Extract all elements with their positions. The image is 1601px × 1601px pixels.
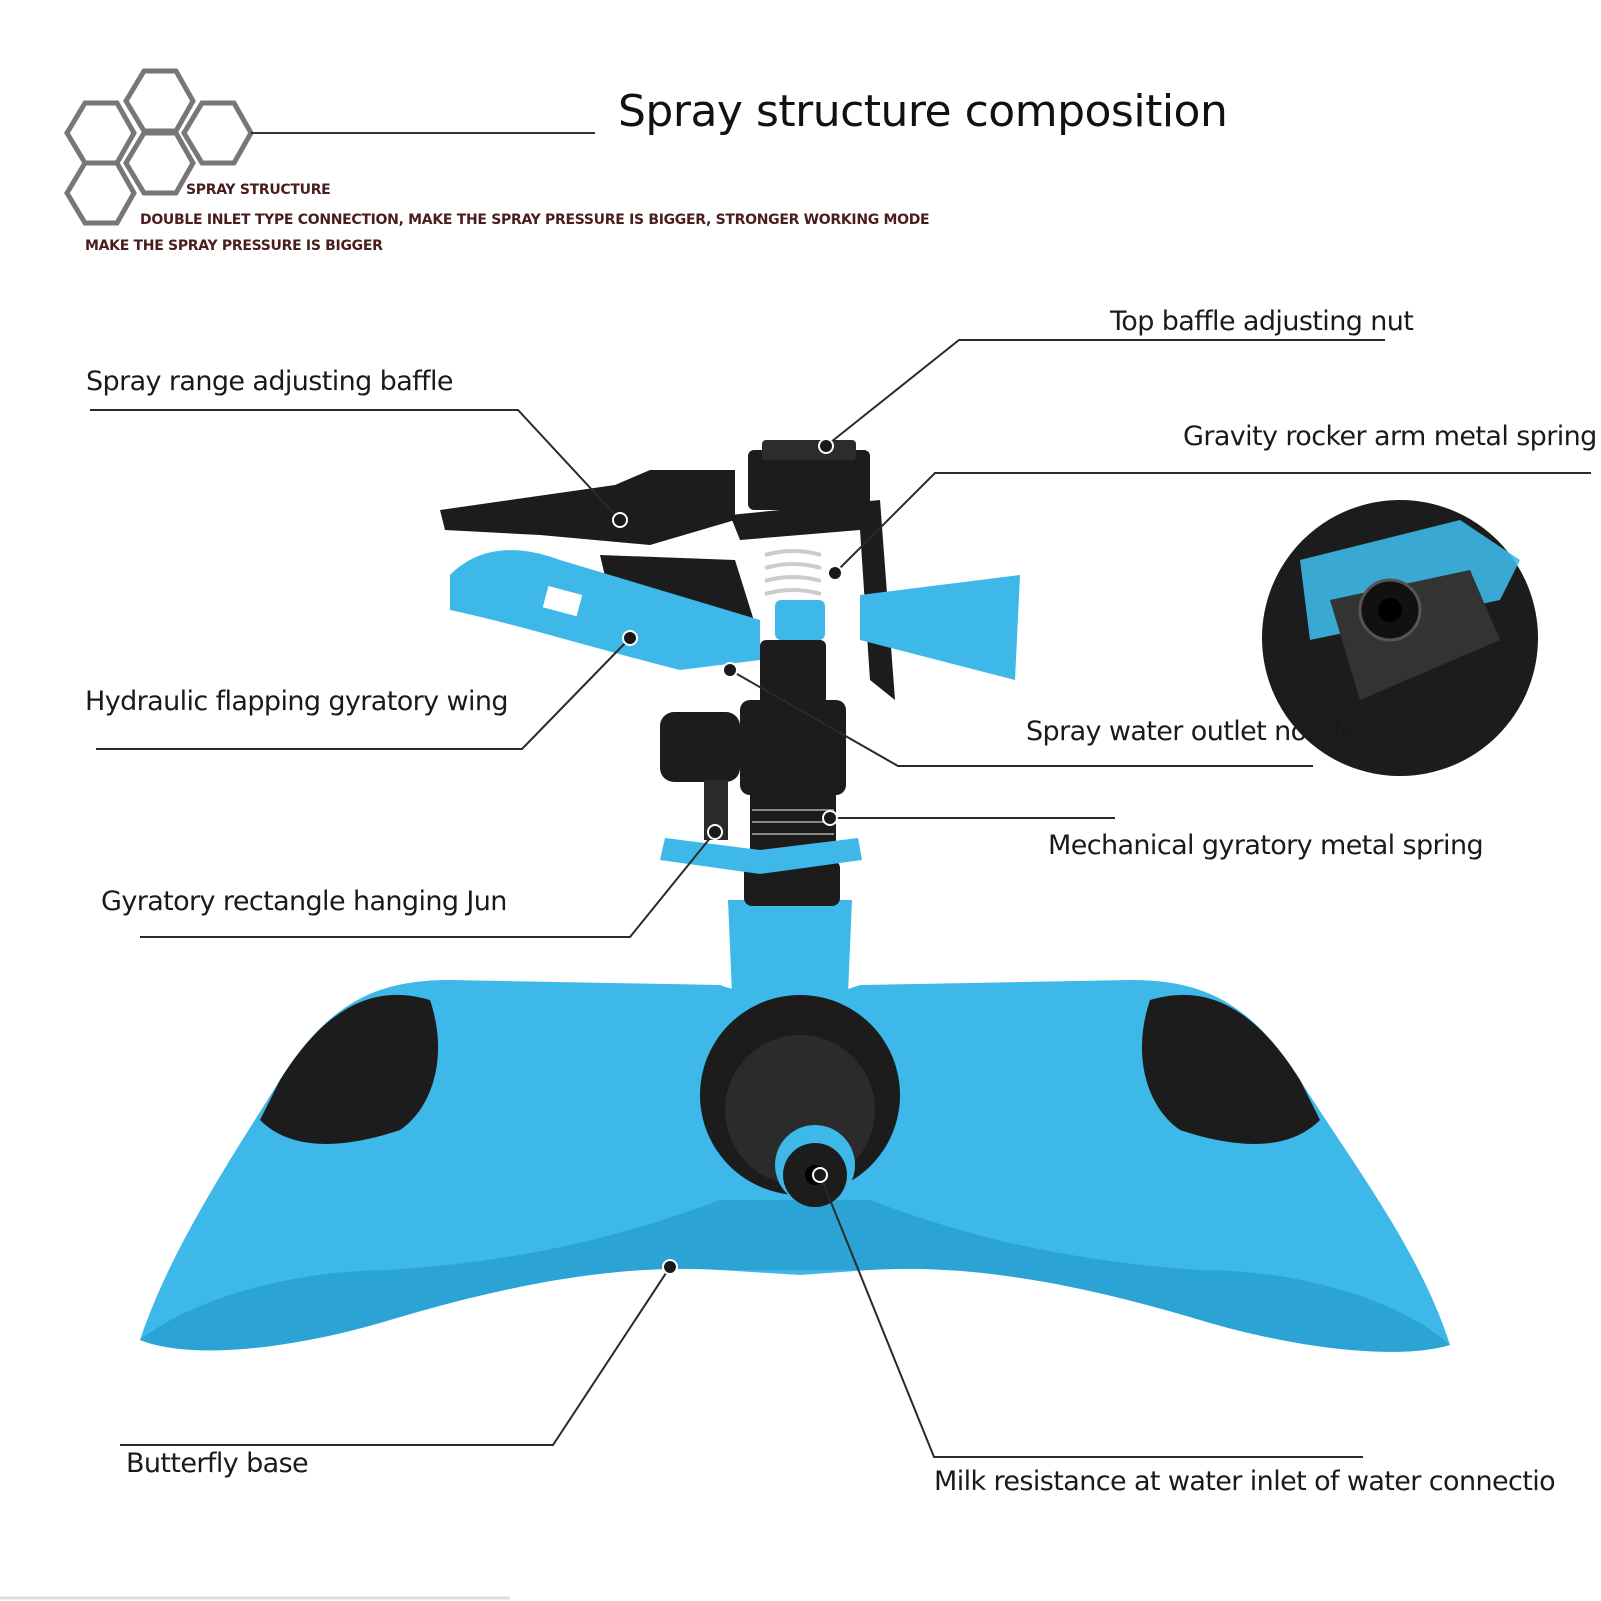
subtitle-pressure: MAKE THE SPRAY PRESSURE IS BIGGER (85, 238, 383, 254)
callout-base: Butterfly base (126, 1448, 309, 1479)
callout-range-baffle: Spray range adjusting baffle (86, 366, 453, 397)
water-inlet-connector (700, 995, 900, 1207)
nozzle-detail-inset (1262, 500, 1538, 776)
hexagon-logo-icon (64, 68, 254, 226)
central-post (660, 640, 862, 1040)
marker-mech-spring (822, 810, 838, 826)
marker-wing (622, 630, 638, 646)
callout-mech-spring: Mechanical gyratory metal spring (1048, 830, 1484, 861)
callout-top-nut: Top baffle adjusting nut (1110, 306, 1414, 337)
marker-range-baffle (612, 512, 628, 528)
marker-top-nut (818, 438, 834, 454)
gyratory-wing (450, 550, 1020, 680)
marker-rocker-spring (827, 565, 843, 581)
page-title: Spray structure composition (618, 86, 1228, 137)
callout-inlet: Milk resistance at water inlet of water … (934, 1466, 1556, 1497)
marker-base (662, 1259, 678, 1275)
callout-hanging: Gyratory rectangle hanging Jun (101, 886, 507, 917)
subtitle-double-inlet: DOUBLE INLET TYPE CONNECTION, MAKE THE S… (140, 212, 930, 228)
marker-nozzle (722, 662, 738, 678)
callout-nozzle: Spray water outlet nozzle (1026, 716, 1357, 747)
leader-lines (90, 339, 1591, 1458)
marker-inlet (812, 1167, 828, 1183)
marker-hanging (707, 824, 723, 840)
subtitle-spray-structure: SPRAY STRUCTURE (186, 182, 331, 198)
callout-rocker-spring: Gravity rocker arm metal spring (1183, 421, 1597, 452)
callout-wing: Hydraulic flapping gyratory wing (85, 686, 509, 717)
leader-dots (612, 438, 843, 1275)
